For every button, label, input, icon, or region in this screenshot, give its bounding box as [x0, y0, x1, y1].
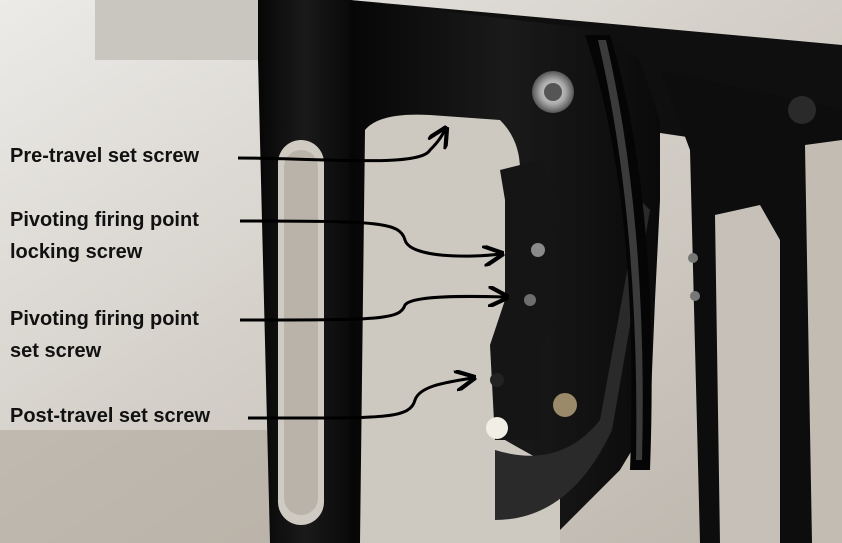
posttravel-arrow: [247, 378, 472, 420]
callout-line: set screw: [10, 340, 102, 362]
locking-screw-icon: [531, 243, 545, 257]
callout-line: Pivoting firing point: [10, 308, 199, 330]
right-rail: [585, 35, 652, 470]
frame-screw-icon: [690, 291, 700, 301]
callout-line: locking screw: [10, 241, 143, 263]
post-travel-hole: [490, 373, 504, 387]
background-box: [95, 0, 265, 60]
frame-screw-icon: [688, 253, 698, 263]
callout-posttravel: Post-travel set screw: [10, 400, 210, 432]
callout-setscrew: Pivoting firing point set screw: [10, 303, 199, 367]
setscrew-arrow: [239, 296, 505, 322]
callout-line: Pre-travel set screw: [10, 145, 200, 167]
locking-arrow: [239, 219, 500, 256]
set-screw-icon: [524, 294, 536, 306]
pretravel-arrow: [237, 130, 445, 163]
brass-part: [553, 393, 577, 417]
callout-locking: Pivoting firing point locking screw: [10, 204, 199, 268]
callout-line: Post-travel set screw: [10, 405, 211, 427]
logo-emblem: [788, 96, 816, 124]
callout-pretravel: Pre-travel set screw: [10, 140, 199, 172]
right-frame: [660, 70, 842, 543]
background-floor: [0, 430, 300, 543]
top-screw-icon: [532, 71, 574, 113]
left-frame-bar: [258, 0, 350, 543]
callout-line: Pivoting firing point: [10, 209, 199, 231]
post-travel-screw-icon: [486, 417, 508, 439]
